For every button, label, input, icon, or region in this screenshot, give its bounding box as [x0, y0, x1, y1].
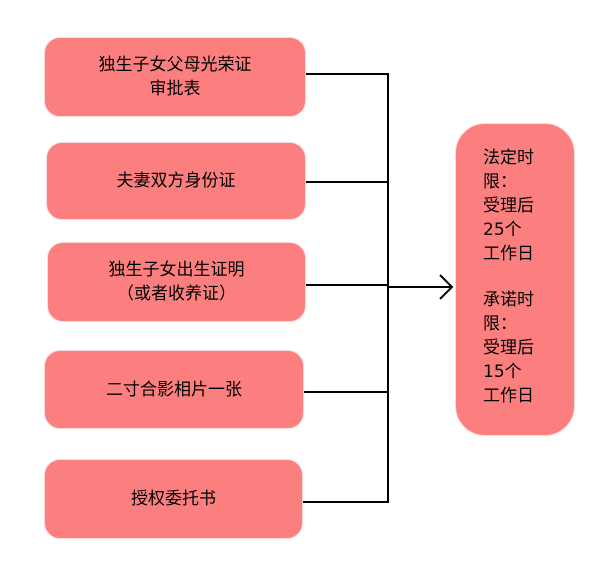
requirement-box-photo: 二寸合影相片一张	[44, 350, 304, 429]
requirement-box-id-cards: 夫妻双方身份证	[46, 142, 306, 220]
arrow-head	[439, 274, 454, 300]
requirement-text: 独生子女出生证明	[108, 260, 245, 280]
requirement-text: 审批表	[149, 79, 201, 99]
legal-limit-text: 工作日	[483, 244, 534, 264]
legal-limit-text: 25个	[483, 220, 522, 240]
spacer	[483, 266, 574, 288]
requirement-text: 夫妻双方身份证	[116, 171, 236, 191]
time-limit-box: 法定时 限： 受理后 25个 工作日 承诺时 限： 受理后 15个 工作日	[455, 123, 575, 436]
requirement-box-birth-certificate: 独生子女出生证明 （或者收养证）	[47, 242, 306, 322]
legal-limit-text: 法定时	[483, 148, 534, 168]
requirement-box-power-of-attorney: 授权委托书	[44, 459, 303, 539]
promised-limit-text: 受理后	[483, 338, 534, 358]
requirement-text: 授权委托书	[131, 489, 216, 509]
promised-limit-text: 承诺时	[483, 290, 534, 310]
requirement-text: （或者收养证）	[117, 284, 236, 304]
requirement-box-honor-certificate: 独生子女父母光荣证 审批表	[44, 37, 306, 117]
promised-limit-text: 15个	[483, 362, 522, 382]
promised-limit-text: 工作日	[483, 386, 534, 406]
requirement-text: 二寸合影相片一张	[106, 379, 242, 400]
requirement-text: 独生子女父母光荣证	[98, 55, 252, 75]
legal-limit-text: 限：	[483, 172, 517, 192]
legal-limit-text: 受理后	[483, 196, 534, 216]
promised-limit-text: 限：	[483, 314, 517, 334]
